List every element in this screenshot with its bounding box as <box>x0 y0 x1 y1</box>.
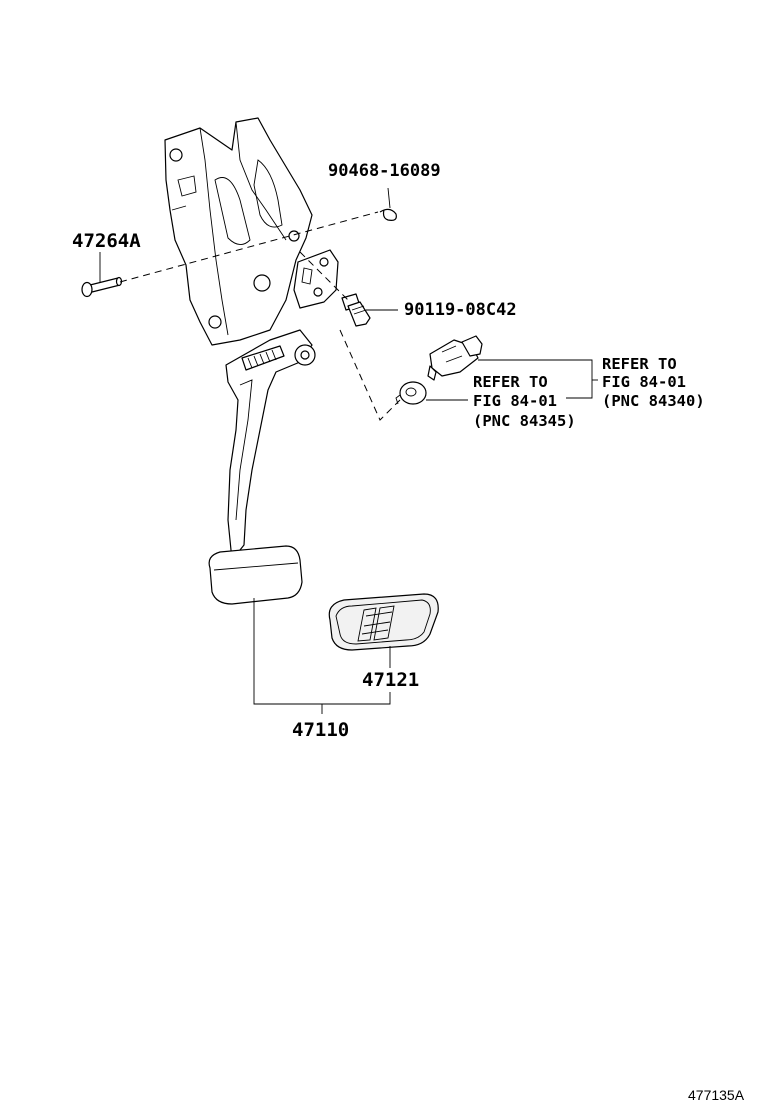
refer-switch-line2: FIG 84-01 <box>602 373 686 391</box>
label-pin: 47264A <box>72 230 141 252</box>
pedal-pad <box>328 593 439 651</box>
refer-switch-line1: REFER TO <box>602 355 677 373</box>
pedal-arm <box>225 329 316 561</box>
refer-switch-line3: (PNC 84340) <box>602 392 705 410</box>
stop-lamp-switch <box>427 335 483 381</box>
leader-lines <box>99 187 598 714</box>
label-bolt: 90119-08C42 <box>404 300 517 320</box>
label-clip: 90468-16089 <box>328 161 441 181</box>
pedal-cushion <box>395 381 427 405</box>
refer-cushion-line3: (PNC 84345) <box>473 412 576 430</box>
label-pedal-assy: 47110 <box>292 719 349 741</box>
pedal-foot <box>208 545 303 605</box>
refer-cushion-line2: FIG 84-01 <box>473 392 557 410</box>
illustration-number: 477135A <box>688 1087 745 1103</box>
clip-part <box>379 208 397 221</box>
pedal-support-bracket <box>164 117 339 346</box>
label-pad: 47121 <box>362 669 419 691</box>
refer-cushion-line1: REFER TO <box>473 373 548 391</box>
relation-lines <box>119 211 401 421</box>
clevis-pin <box>81 276 123 298</box>
